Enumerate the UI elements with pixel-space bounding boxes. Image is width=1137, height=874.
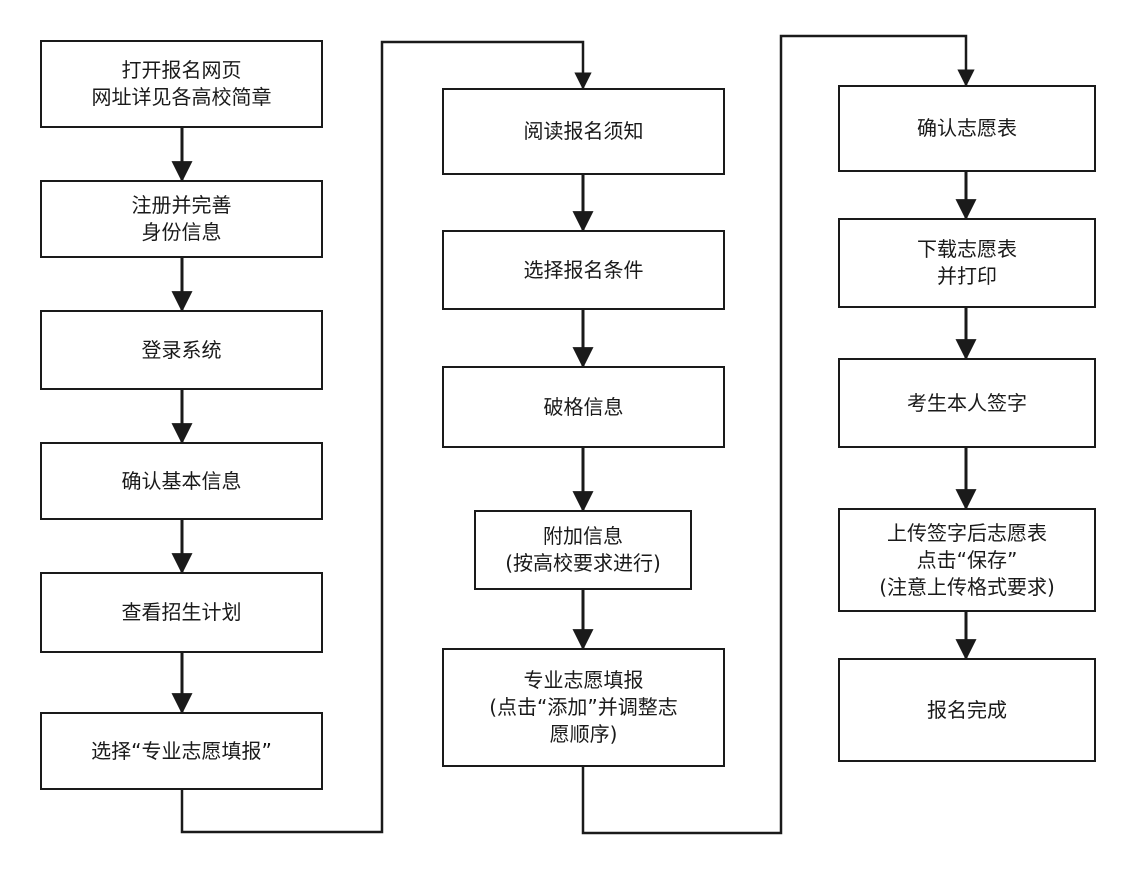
step-text-line: 选择报名条件 <box>523 257 644 282</box>
step-text-line: (注意上传格式要求) <box>879 574 1055 599</box>
step-text-line: (按高校要求进行) <box>505 551 661 575</box>
step-registration-complete: 报名完成 <box>838 658 1096 762</box>
step-confirm-application-form: 确认志愿表 <box>838 85 1096 172</box>
step-open-registration-page: 打开报名网页 网址详见各高校简章 <box>40 40 323 128</box>
step-text-line: 查看招生计划 <box>121 600 242 624</box>
step-text-line: 愿顺序) <box>549 722 618 746</box>
step-text-line: 确认基本信息 <box>121 468 242 493</box>
step-text-line: 确认志愿表 <box>917 116 1017 140</box>
connector-s11-s12 <box>581 34 975 835</box>
step-text-line: 破格信息 <box>543 394 624 419</box>
step-text-line: 登录系统 <box>141 337 222 362</box>
step-text-line: 专业志愿填报 <box>523 668 644 692</box>
step-text-line: 考生本人签字 <box>907 390 1027 415</box>
step-text-line: 点击“保存” <box>916 547 1018 572</box>
step-download-and-print: 下载志愿表 并打印 <box>838 218 1096 308</box>
step-text-line: 注册并完善 <box>131 193 232 217</box>
step-text-line: 选择“专业志愿填报” <box>91 738 272 763</box>
connector-s6-s7 <box>180 40 592 834</box>
step-text-line: 打开报名网页 <box>121 58 242 82</box>
step-confirm-basic-info: 确认基本信息 <box>40 442 323 520</box>
step-login: 登录系统 <box>40 310 323 390</box>
step-exceptional-info: 破格信息 <box>442 366 725 448</box>
step-text-line: 下载志愿表 <box>917 237 1017 261</box>
step-view-enrollment-plan: 查看招生计划 <box>40 572 323 653</box>
step-text-line: 上传签字后志愿表 <box>887 520 1047 545</box>
step-text-line: 并打印 <box>937 264 997 288</box>
step-text-line: 附加信息 <box>543 524 623 548</box>
step-register-identity: 注册并完善 身份信息 <box>40 180 323 258</box>
step-text-line: 阅读报名须知 <box>523 119 644 143</box>
step-additional-info: 附加信息 (按高校要求进行) <box>474 510 692 590</box>
step-text-line: 身份信息 <box>141 220 222 244</box>
step-text-line: (点击“添加”并调整志 <box>489 695 678 719</box>
step-text-line: 网址详见各高校简章 <box>91 85 272 109</box>
step-text-line: 报名完成 <box>927 697 1007 722</box>
step-select-conditions: 选择报名条件 <box>442 230 725 310</box>
step-major-preferences: 专业志愿填报 (点击“添加”并调整志 愿顺序) <box>442 648 725 767</box>
step-upload-signed-form: 上传签字后志愿表 点击“保存” (注意上传格式要求) <box>838 508 1096 612</box>
step-select-major-application: 选择“专业志愿填报” <box>40 712 323 790</box>
step-candidate-signature: 考生本人签字 <box>838 358 1096 448</box>
step-read-notice: 阅读报名须知 <box>442 88 725 175</box>
